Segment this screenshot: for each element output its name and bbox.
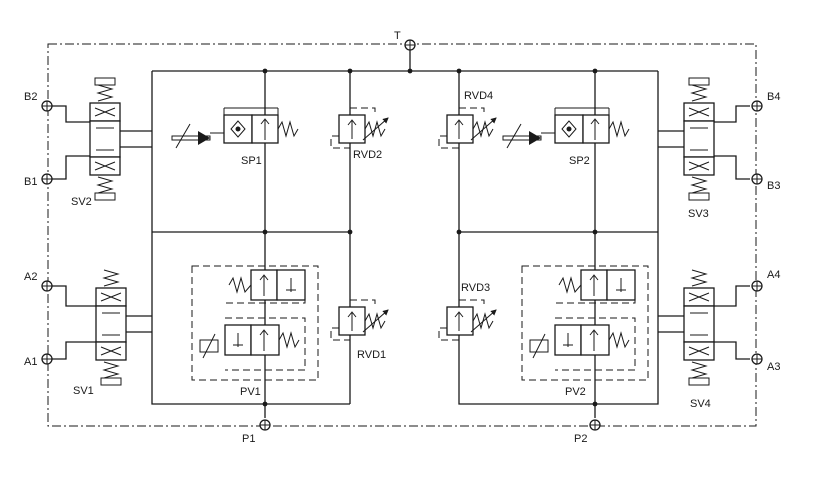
valve-SV3[interactable]: SV3 bbox=[683, 77, 715, 220]
svg-text:A3: A3 bbox=[767, 361, 780, 373]
port-P1[interactable]: P1 bbox=[242, 419, 271, 445]
svg-text:RVD2: RVD2 bbox=[353, 149, 382, 161]
junction-dots bbox=[262, 68, 598, 407]
valve-PV2[interactable]: PV2 bbox=[521, 265, 649, 398]
svg-text:SV1: SV1 bbox=[73, 385, 94, 397]
port-B1[interactable]: B1 bbox=[24, 173, 53, 188]
valve-RVD3[interactable]: RVD3 bbox=[438, 282, 497, 341]
svg-text:A1: A1 bbox=[24, 356, 37, 368]
svg-text:SV4: SV4 bbox=[690, 398, 711, 410]
valve-SV1[interactable]: SV1 bbox=[73, 269, 127, 397]
port-T[interactable]: T bbox=[394, 30, 416, 51]
svg-text:PV2: PV2 bbox=[565, 386, 586, 398]
svg-text:SV2: SV2 bbox=[71, 196, 92, 208]
port-P2[interactable]: P2 bbox=[574, 419, 601, 445]
manifold-boundary bbox=[47, 43, 757, 427]
valve-RVD1[interactable]: RVD1 bbox=[330, 299, 389, 361]
port-A2[interactable]: A2 bbox=[24, 271, 53, 292]
port-A4[interactable]: A4 bbox=[751, 269, 780, 292]
svg-text:A2: A2 bbox=[24, 271, 37, 283]
svg-text:A4: A4 bbox=[767, 269, 780, 281]
port-B4[interactable]: B4 bbox=[751, 91, 780, 112]
svg-text:B1: B1 bbox=[24, 176, 37, 188]
svg-text:B3: B3 bbox=[767, 180, 780, 192]
port-B3[interactable]: B3 bbox=[751, 173, 780, 192]
valve-RVD2[interactable]: RVD2 bbox=[330, 107, 389, 161]
valve-RVD4[interactable]: RVD4 bbox=[438, 90, 497, 149]
port-A1[interactable]: A1 bbox=[24, 353, 53, 368]
svg-text:T: T bbox=[394, 30, 401, 42]
svg-text:B2: B2 bbox=[24, 91, 37, 103]
svg-text:P2: P2 bbox=[574, 433, 587, 445]
svg-text:SP1: SP1 bbox=[241, 155, 262, 167]
svg-text:SV3: SV3 bbox=[688, 208, 709, 220]
svg-text:RVD3: RVD3 bbox=[461, 282, 490, 294]
valve-SV2[interactable]: SV2 bbox=[71, 77, 121, 208]
svg-text:RVD4: RVD4 bbox=[464, 90, 493, 102]
valve-SP1[interactable]: SP1 bbox=[171, 107, 299, 167]
valve-SV4[interactable]: SV4 bbox=[683, 269, 715, 410]
svg-text:RVD1: RVD1 bbox=[357, 349, 386, 361]
svg-text:B4: B4 bbox=[767, 91, 780, 103]
port-B2[interactable]: B2 bbox=[24, 91, 53, 112]
port-A3[interactable]: A3 bbox=[751, 353, 780, 373]
svg-text:P1: P1 bbox=[242, 433, 255, 445]
piping bbox=[52, 50, 750, 418]
valve-SP2[interactable]: SP2 bbox=[502, 107, 630, 167]
svg-text:SP2: SP2 bbox=[569, 155, 590, 167]
svg-text:PV1: PV1 bbox=[240, 386, 261, 398]
valve-PV1[interactable]: PV1 bbox=[191, 265, 319, 398]
